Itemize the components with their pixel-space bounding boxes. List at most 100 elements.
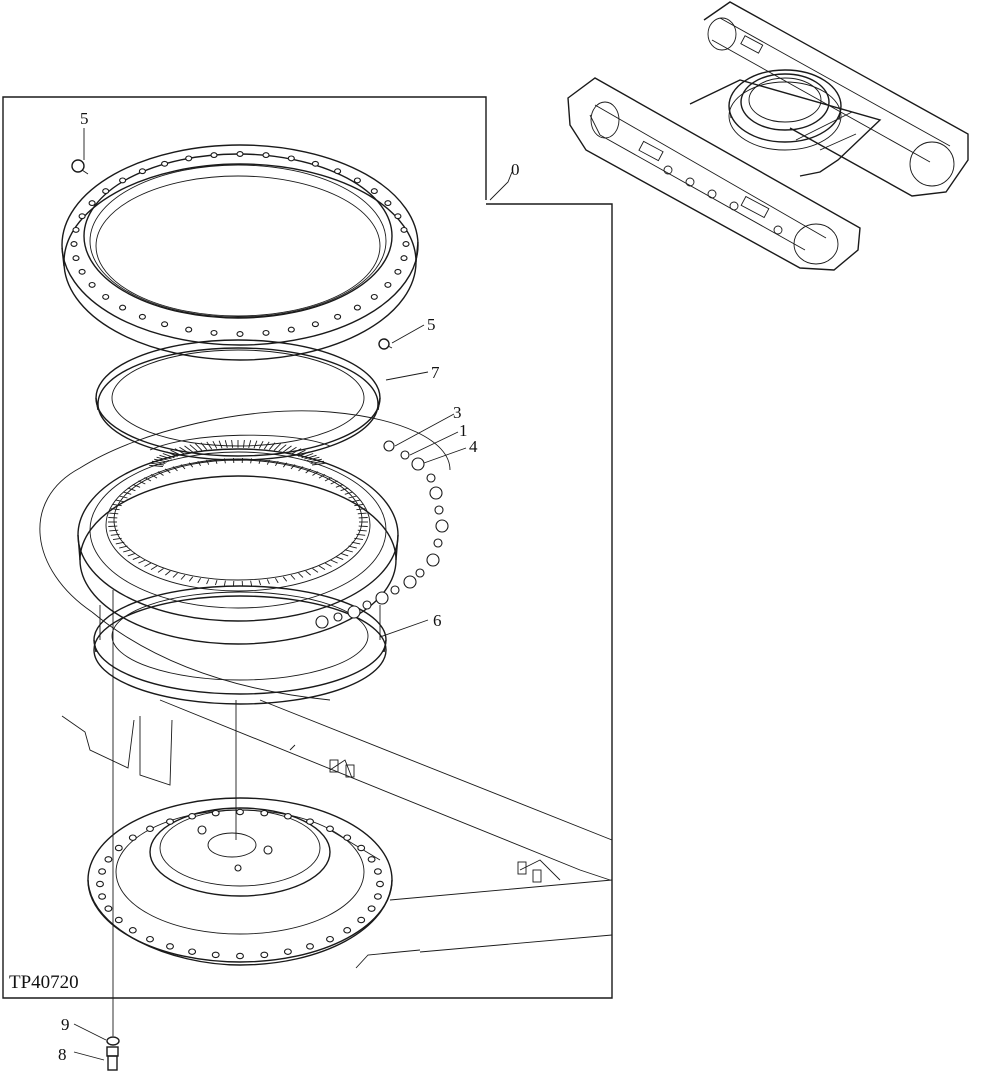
bolt-hole [358,917,365,922]
undercarriage-inset-illustration [568,2,968,270]
gear-tooth [158,569,164,573]
bolt-hole [211,153,217,158]
gear-tooth [349,546,357,548]
gear-tooth [264,442,269,449]
bolt-hole [129,835,136,840]
gear-tooth [224,581,225,586]
bolt-hole [105,906,112,911]
bolt-hole [71,242,77,247]
leader-lines [74,128,512,1060]
bolt-hole [354,178,360,183]
gear-tooth [128,553,136,556]
gear-tooth [345,550,353,552]
gear-tooth [325,563,332,567]
bolt-hole [395,214,401,219]
gear-tooth [291,575,295,579]
gear-tooth [358,513,367,514]
gear-tooth [149,465,163,466]
bolt-hole [120,178,126,183]
bolt-hole [285,949,292,954]
bolt-item-8 [107,1047,118,1070]
bolt-hole [189,814,196,819]
bolt-hole [263,331,269,336]
gear-tooth [219,441,222,449]
gear-tooth [207,579,209,584]
gear-tooth [195,444,202,451]
assembly-frame [3,97,612,998]
callout-8: 8 [58,1045,67,1064]
gear-tooth [306,571,311,575]
gear-tooth [173,573,178,577]
cap-screw-right [379,339,392,349]
bolt-hole [385,283,391,288]
bolt-hole [288,156,294,161]
bolt-hole [139,169,145,174]
bolt-hole [167,944,174,949]
bolt-hole [371,189,377,194]
bolt-hole [261,810,268,815]
callout-7: 7 [431,363,440,382]
cap-screw-top-left [72,160,88,174]
gear-tooth [299,573,304,577]
callout-5-top: 5 [80,109,89,128]
callout-4: 4 [469,437,478,456]
bolt-hole [105,857,112,862]
gear-tooth [331,560,338,563]
gear-tooth [269,443,275,450]
bolt-hole [186,327,192,332]
gear-tooth [138,560,145,563]
bolt-hole [358,845,365,850]
washer-item-9 [107,1037,119,1045]
bolt-hole [237,953,244,958]
gear-tooth [181,575,185,579]
upperstructure-frame [62,700,612,968]
bolt-hole [79,214,85,219]
callout-0: 0 [511,160,520,179]
gear-tooth [145,563,152,567]
bolt-hole [237,809,244,814]
gear-tooth [319,566,325,570]
bolt-hole [312,322,318,327]
gear-tooth [225,440,227,448]
bolt-hole [103,189,109,194]
bolt-hole [263,153,269,158]
gear-tooth [341,553,349,556]
bolt-hole [335,169,341,174]
bolt-hole [212,952,219,957]
bolt-hole [401,228,407,233]
gear-tooth [128,488,136,491]
gear-tooth [119,546,127,548]
figure-code: TP40720 [9,972,79,993]
bolt-hole [129,928,136,933]
gear-tooth [345,492,353,494]
bolt-hole [307,819,314,824]
bolt-hole [307,944,314,949]
gear-tooth [151,566,157,570]
gear-tooth [251,581,252,586]
bolt-hole [103,295,109,300]
bolt-hole [115,845,122,850]
gear-tooth [201,443,207,450]
gear-tooth [123,550,131,552]
bolt-hole [99,894,106,899]
bolt-hole [327,826,334,831]
bolt-hole [401,256,407,261]
bolt-hole [237,152,243,157]
bolt-hole [385,201,391,206]
gear-tooth [109,530,118,531]
bolt-hole [335,314,341,319]
bolt-hole [73,228,79,233]
bolt-hole [167,819,174,824]
lower-bearing-ring [94,586,386,704]
bolt-hole [79,269,85,274]
bolt-hole [186,156,192,161]
bolt-hole [285,814,292,819]
gear-tooth [133,557,140,560]
bolt-hole [89,283,95,288]
bolt-hole [288,327,294,332]
gear-tooth [232,440,233,448]
gear-tooth [358,530,367,531]
gear-tooth [313,569,319,573]
bolt-hole [368,906,375,911]
bolt-hole [344,835,351,840]
